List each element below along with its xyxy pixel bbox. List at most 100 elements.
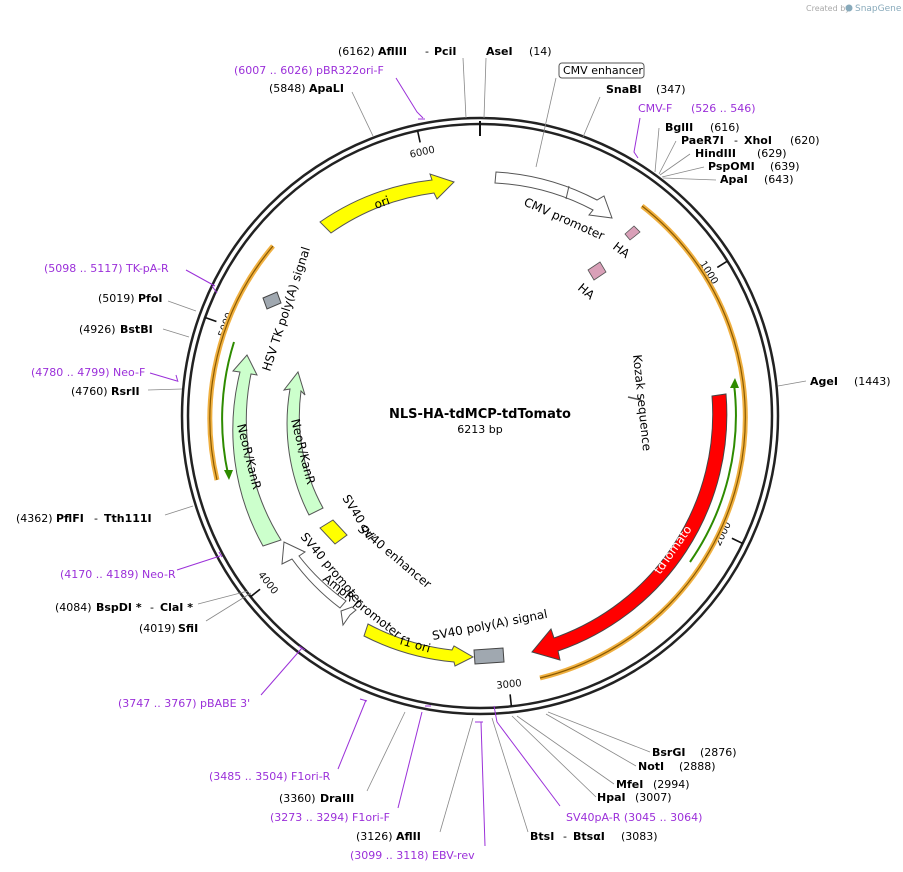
site-pfoi-pos: (5019) (98, 292, 135, 305)
tick-label-4000: 4000 (255, 570, 279, 597)
site-apai-name[interactable]: ApaI (720, 173, 748, 186)
primer-neo-r[interactable]: (4170 .. 4189) Neo-R (60, 568, 176, 581)
site-snabi-pos: (347) (656, 83, 686, 96)
site-pfoi-name[interactable]: PfoI (138, 292, 163, 305)
site-noti-name[interactable]: NotI (638, 760, 664, 773)
site-pflfi-name[interactable]: PflFI (56, 512, 84, 525)
primer-tk-pa-r[interactable]: (5098 .. 5117) TK-pA-R (44, 262, 169, 275)
site-apali-name[interactable]: ApaLI (309, 82, 344, 95)
backbone-outer (180, 116, 780, 716)
sv40-polya-box[interactable] (473, 647, 505, 665)
site-rsrii-pos: (4760) (71, 385, 108, 398)
primer-f1ori-f[interactable]: (3273 .. 3294) F1ori-F (270, 811, 390, 824)
site-agei-name[interactable]: AgeI (810, 375, 838, 388)
site-afliii-pos: (6162) (338, 45, 375, 58)
primer-cmv-f-range: (526 .. 546) (691, 102, 756, 115)
site-bglii-name[interactable]: BglII (665, 121, 693, 134)
primer-sv40pa-r[interactable]: SV40pA-R (3045 .. 3064) (566, 811, 702, 824)
site-btsi-name[interactable]: BtsI (530, 830, 554, 843)
sv40-polya-label: SV40 poly(A) signal (431, 607, 549, 643)
site-bspdi-sep: - (150, 601, 154, 614)
ori-arrow[interactable] (319, 173, 455, 234)
site-rsrii-name[interactable]: RsrII (111, 385, 140, 398)
ori-label: ori (372, 193, 391, 211)
cmv-enhancer-leader (535, 77, 557, 168)
tick-mark-3000 (509, 694, 513, 707)
site-paer7i-sep: - (734, 134, 738, 147)
primer-cmv-f-name[interactable]: CMV-F (638, 102, 672, 115)
cmv-promoter-arrow[interactable] (494, 171, 613, 219)
watermark-brand: SnapGene (855, 4, 902, 14)
orf-outline-left-core (209, 245, 274, 481)
site-pflfi-name2[interactable]: Tth111I (104, 512, 152, 525)
ha-tag-2[interactable] (587, 261, 607, 281)
sv40-ori-box[interactable] (319, 519, 348, 545)
tick-mark-1000 (716, 260, 728, 269)
orf-inner-left (221, 341, 235, 475)
site-bspdi-name2[interactable]: ClaI * (160, 601, 193, 614)
f1-ori-arrow[interactable] (363, 623, 475, 667)
site-sfii-pos: (4019) (139, 622, 176, 635)
site-bspdi-name[interactable]: BspDI * (96, 601, 142, 614)
site-btsi-name2[interactable]: BtsαI (573, 830, 605, 843)
site-snabi-name[interactable]: SnaBI (606, 83, 642, 96)
tick-label-3000: 3000 (496, 678, 522, 692)
neor-inner-arrow[interactable] (282, 370, 324, 516)
snapgene-logo-icon (845, 4, 853, 12)
ampr-promoter-arrow[interactable] (340, 606, 357, 627)
orf-inner-left-arrowhead (224, 470, 233, 480)
site-bsrgi-name[interactable]: BsrGI (652, 746, 685, 759)
site-pspomi-pos: (639) (770, 160, 800, 173)
site-btsi-pos: (3083) (621, 830, 658, 843)
kozak-label: Kozak sequence (630, 354, 654, 452)
cmv-enhancer-divider (565, 185, 570, 200)
tdtomato-arrow[interactable] (531, 393, 728, 661)
site-bspdi-pos: (4084) (55, 601, 92, 614)
primer-pbr322ori-f[interactable]: (6007 .. 6026) pBR322ori-F (234, 64, 384, 77)
orf-inner-right (689, 383, 737, 563)
orf-outline-right-core (539, 205, 746, 679)
site-noti-pos: (2888) (679, 760, 716, 773)
tick-mark-2000 (731, 537, 744, 545)
cmv-enhancer-box[interactable] (558, 62, 645, 79)
site-leaders (147, 57, 807, 833)
site-btsi-sep: - (563, 830, 567, 843)
watermark-prefix: Created by (806, 4, 850, 13)
sv40-promoter-arrow[interactable] (281, 541, 347, 609)
primer-neo-f[interactable]: (4780 .. 4799) Neo-F (31, 366, 145, 379)
tick-mark-5000 (204, 316, 217, 323)
site-bstbi-name[interactable]: BstBI (120, 323, 153, 336)
site-pflfi-pos: (4362) (16, 512, 53, 525)
site-paer7i-pos: (620) (790, 134, 820, 147)
site-afliii-name[interactable]: AflIII (378, 45, 407, 58)
site-draiii-name[interactable]: DraIII (320, 792, 354, 805)
site-hindiii-name[interactable]: HindIII (695, 147, 736, 160)
primer-ebv-rev[interactable]: (3099 .. 3118) EBV-rev (350, 849, 475, 862)
site-paer7i-name[interactable]: PaeR7I (681, 134, 724, 147)
plasmid-name: NLS-HA-tdMCP-tdTomato (389, 407, 571, 422)
hsv-tk-box[interactable] (262, 291, 282, 310)
ha-label-2: HA (575, 281, 598, 303)
site-afiii-name[interactable]: AflII (396, 830, 421, 843)
plasmid-size: 6213 bp (457, 423, 502, 436)
orf-inner-right-arrowhead (730, 378, 739, 388)
site-draiii-pos: (3360) (279, 792, 316, 805)
site-hpai-name[interactable]: HpaI (597, 791, 626, 804)
site-paer7i-name2[interactable]: XhoI (744, 134, 772, 147)
site-hpai-pos: (3007) (635, 791, 672, 804)
site-asei-pos: (14) (529, 45, 552, 58)
tick-label-6000: 6000 (409, 145, 436, 161)
neor-outer-arrow[interactable] (232, 354, 282, 547)
primer-leaders (149, 77, 641, 847)
ha-tag-1[interactable] (624, 225, 641, 241)
site-asei-name[interactable]: AseI (486, 45, 513, 58)
tick-mark-6000 (416, 130, 421, 143)
site-pspomi-name[interactable]: PspOMI (708, 160, 755, 173)
ha-label-1: HA (610, 239, 633, 261)
primer-pbabe-3[interactable]: (3747 .. 3767) pBABE 3' (118, 697, 250, 710)
primer-f1ori-r[interactable]: (3485 .. 3504) F1ori-R (209, 770, 331, 783)
site-afliii-name2[interactable]: PciI (434, 45, 456, 58)
site-mfei-pos: (2994) (653, 778, 690, 791)
site-sfii-name[interactable]: SfiI (178, 622, 198, 635)
site-mfei-name[interactable]: MfeI (616, 778, 643, 791)
